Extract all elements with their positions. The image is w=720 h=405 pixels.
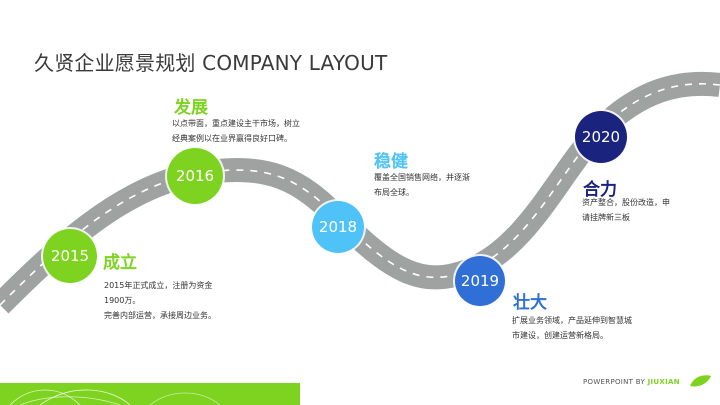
footer-credit: POWERPOINT BY JIUXIAN bbox=[583, 378, 680, 386]
milestone-desc-line: 市建设，创建运营新格局。 bbox=[512, 331, 608, 341]
footer-brand: JIUXIAN bbox=[647, 378, 680, 386]
milestone-heading-2020: 合力 bbox=[583, 180, 617, 200]
milestone-heading-2019: 壮大 bbox=[513, 293, 547, 313]
milestone-desc-line: 2015年正式成立，注册为资金 bbox=[104, 281, 213, 290]
milestone-year: 2020 bbox=[581, 128, 621, 146]
page-title: 久贤企业愿景规划 COMPANY LAYOUT bbox=[34, 51, 388, 75]
milestone-node-2015: 2015 bbox=[43, 229, 97, 283]
milestone-desc-2018: 覆盖全国销售网络，并逐渐 布局全球。 bbox=[374, 170, 470, 200]
milestone-desc-2015: 2015年正式成立，注册为资金 1900万。 完善内部运营，承接周边业务。 bbox=[104, 278, 216, 324]
milestone-desc-2019: 扩展业务领域，产品延伸到智慧城 市建设，创建运营新格局。 bbox=[512, 313, 632, 343]
milestone-desc-line: 以点带面，重点建设主干市场，树立 bbox=[172, 119, 300, 128]
leaf-logo-icon bbox=[690, 375, 711, 387]
milestone-year: 2018 bbox=[318, 218, 358, 236]
milestone-desc-line: 资产整合，股份改造，申 bbox=[582, 198, 670, 207]
milestone-node-2016: 2016 bbox=[167, 148, 223, 204]
milestone-desc-2020: 资产整合，股份改造，申 请挂牌新三板 bbox=[582, 195, 670, 225]
milestone-year: 2015 bbox=[50, 247, 90, 265]
milestone-heading-2016: 发展 bbox=[174, 98, 208, 118]
footer-accent-bar bbox=[0, 383, 300, 405]
milestone-year: 2016 bbox=[175, 167, 215, 185]
milestone-node-2018: 2018 bbox=[312, 201, 364, 253]
milestone-node-2019: 2019 bbox=[455, 256, 505, 306]
footer-prefix: POWERPOINT BY bbox=[583, 378, 648, 386]
milestone-heading-2018: 稳健 bbox=[374, 152, 408, 172]
milestone-desc-line: 扩展业务领域，产品延伸到智慧城 bbox=[512, 316, 632, 325]
milestone-node-2020: 2020 bbox=[575, 111, 627, 163]
milestone-desc-2016: 以点带面，重点建设主干市场，树立 经典案例以在业界赢得良好口碑。 bbox=[172, 116, 300, 146]
milestone-desc-line: 完善内部运营，承接周边业务。 bbox=[104, 311, 216, 321]
milestone-heading-2015: 成立 bbox=[103, 253, 137, 273]
milestone-desc-line: 1900万。 bbox=[104, 296, 141, 306]
milestone-year: 2019 bbox=[460, 272, 500, 290]
milestone-desc-line: 请挂牌新三板 bbox=[582, 213, 630, 223]
milestone-desc-line: 布局全球。 bbox=[374, 188, 414, 198]
milestone-desc-line: 覆盖全国销售网络，并逐渐 bbox=[374, 173, 470, 182]
leaf-pattern-icon bbox=[9, 389, 221, 405]
milestone-desc-line: 经典案例以在业界赢得良好口碑。 bbox=[172, 134, 292, 144]
